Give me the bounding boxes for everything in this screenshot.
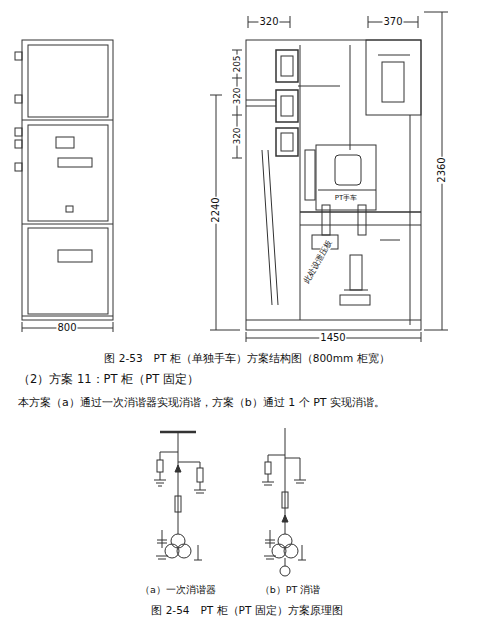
dimension-label: 205 xyxy=(232,54,242,73)
side-section xyxy=(210,12,448,342)
sub-caption: （a）一次消谐器 xyxy=(140,585,216,596)
sub-caption: （b）PT 消谐 xyxy=(260,585,321,596)
schematic-b xyxy=(262,428,306,576)
dimension-label: 2360 xyxy=(436,156,448,183)
dimension-label: 370 xyxy=(382,16,403,28)
dimension-label: 320 xyxy=(232,86,242,105)
figure-caption: 图 2-53 PT 柜（单独手车）方案结构图（800mm 柜宽） xyxy=(104,352,389,364)
dimension-label: 320 xyxy=(258,16,279,28)
dimension-label: 800 xyxy=(56,322,77,334)
front-view xyxy=(15,40,113,332)
schematic-a xyxy=(154,432,206,560)
dimension-label: 此处设泄压板 xyxy=(302,238,335,286)
body-text: （2）方案 11：PT 柜（PT 固定） xyxy=(18,373,199,386)
dimension-label: 2240 xyxy=(210,196,222,223)
dimension-label: 1450 xyxy=(319,332,346,344)
figure-caption: 图 2-54 PT 柜（PT 固定）方案原理图 xyxy=(151,604,342,616)
dimension-label: PT手车 xyxy=(334,194,359,202)
body-text: 本方案（a）通过一次消谐器实现消谐，方案（b）通过 1 个 PT 实现消谐。 xyxy=(18,397,385,410)
dimension-label: 320 xyxy=(232,126,242,145)
